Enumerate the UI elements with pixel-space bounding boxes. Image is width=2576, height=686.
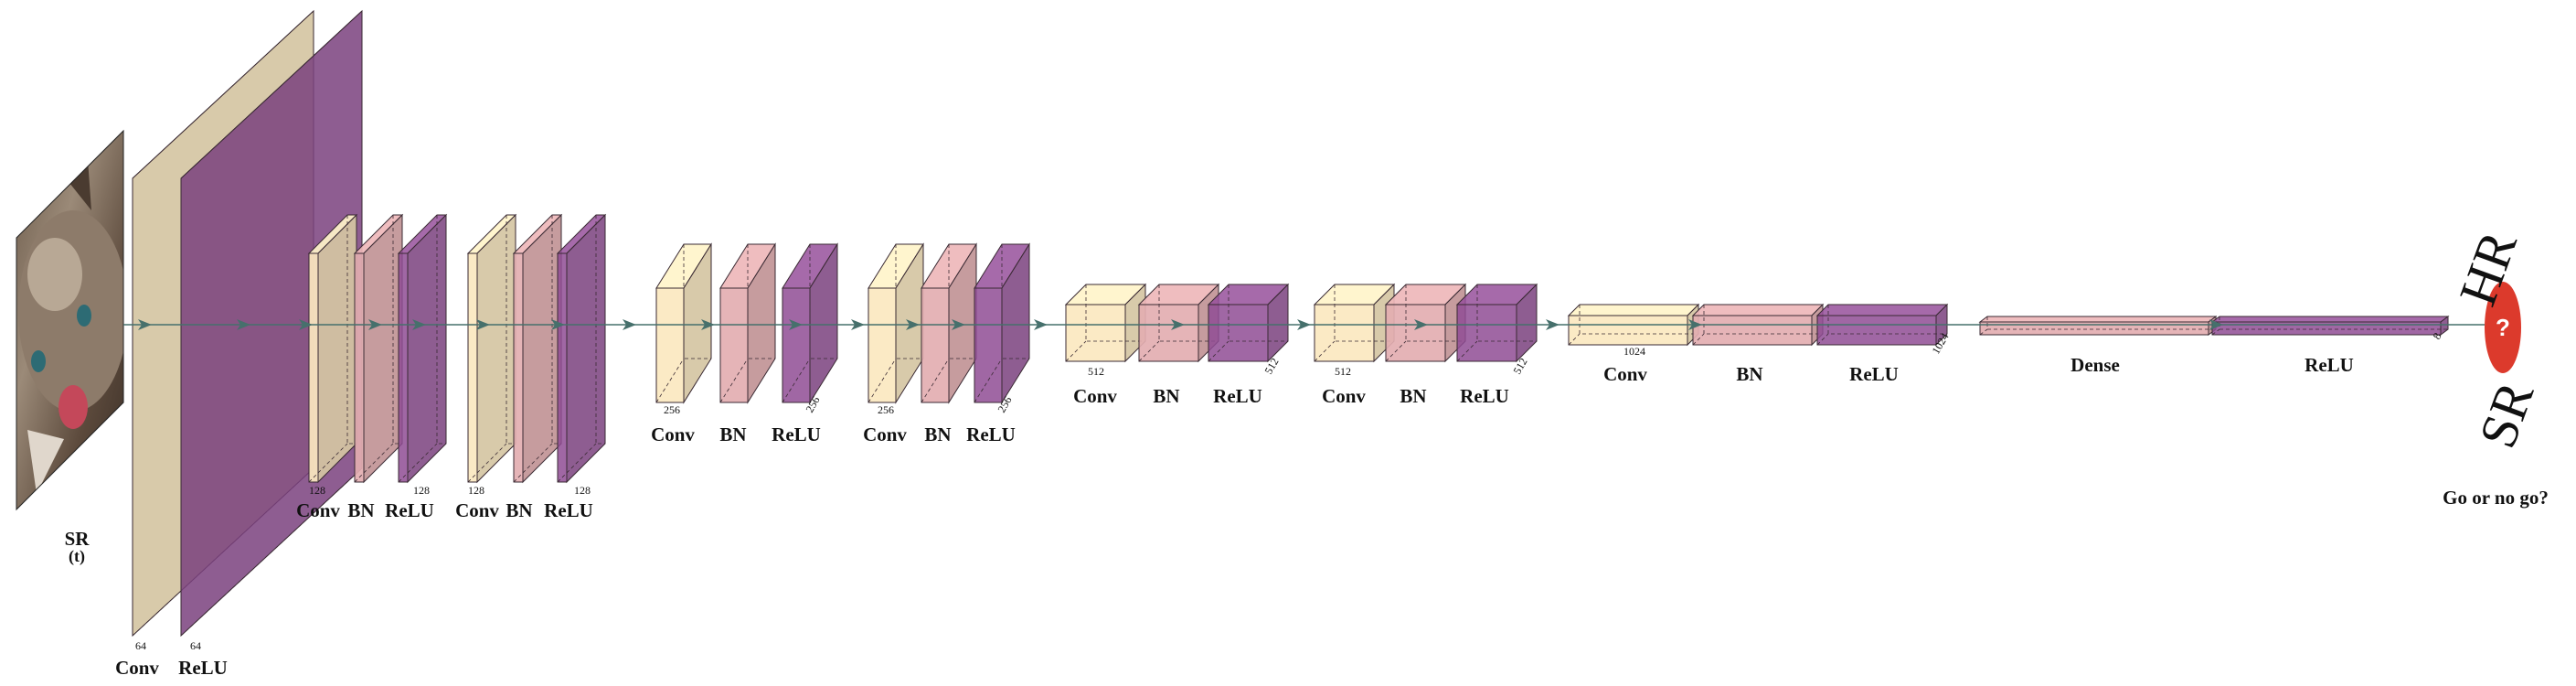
flow-arrowhead [906, 319, 920, 330]
layer-label-relu5: ReLU [966, 423, 1016, 445]
flow-arrowhead [1546, 319, 1559, 330]
layer-bn2: BN [347, 213, 404, 521]
layer-label-relu6: ReLU [1213, 385, 1262, 407]
layer-conv6: Conv 512 [1064, 283, 1147, 407]
flow-arrowhead [2209, 319, 2223, 330]
layer-relu2: ReLU 128 [385, 213, 448, 521]
output-node: ? HR SR Go or no go? [2443, 223, 2549, 509]
flow-arrowhead [412, 319, 426, 330]
layer-label-bn7: BN [1400, 385, 1426, 407]
layer-label-bn2: BN [347, 499, 374, 521]
layer-bn3: BN [506, 213, 563, 521]
flow-arrowhead [1171, 319, 1185, 330]
layer-label-relu4: ReLU [772, 423, 821, 445]
layer-dim-conv5: 256 [878, 403, 894, 416]
input-sublabel: (t) [69, 547, 85, 566]
layer-conv3: Conv 128 [455, 213, 517, 521]
layer-dim-conv3: 128 [468, 484, 484, 497]
layer-dim-relu1: 64 [190, 639, 201, 652]
input-label: SR [65, 528, 90, 550]
flow-arrowhead [237, 319, 250, 330]
layer-dim-relu3: 128 [574, 484, 591, 497]
input-image [16, 129, 124, 511]
flow-arrowhead [952, 319, 965, 330]
layer-label-conv6: Conv [1073, 385, 1117, 407]
layer-label-bn3: BN [506, 499, 532, 521]
layer-label-conv7: Conv [1322, 385, 1366, 407]
layer-dim-conv1: 64 [135, 639, 146, 652]
layer-label-bn8: BN [1736, 363, 1762, 385]
layer-label-relu7: ReLU [1460, 385, 1509, 407]
flow-arrowhead [1688, 319, 1702, 330]
layer-dim-conv4: 256 [664, 403, 680, 416]
flow-arrowhead [551, 319, 565, 330]
layer-label-dense: Dense [2070, 354, 2120, 376]
flow-arrowhead [1414, 319, 1428, 330]
flow-arrowhead [1034, 319, 1048, 330]
layer-bn7: BN [1384, 283, 1467, 407]
flow-arrowhead [701, 319, 715, 330]
layer-bn8: BN [1691, 303, 1825, 385]
layer-dim-conv8: 1024 [1623, 345, 1645, 358]
output-decision-circle [2485, 282, 2521, 373]
flow-arrowhead [368, 319, 382, 330]
layer-label-conv3: Conv [455, 499, 499, 521]
layer-label-relu2: ReLU [385, 499, 434, 521]
layer-dim-conv7: 512 [1335, 365, 1351, 378]
flow-arrowhead [851, 319, 865, 330]
layer-dim-conv2: 128 [309, 484, 325, 497]
layer-conv7: Conv 512 [1313, 283, 1396, 407]
layer-label-conv4: Conv [651, 423, 695, 445]
output-sr-label: SR [2467, 374, 2545, 456]
flow-arrowhead [1297, 319, 1311, 330]
layer-relu3: ReLU 128 [544, 213, 607, 521]
layer-label-bn5: BN [924, 423, 951, 445]
layer-conv8: Conv 1024 [1567, 303, 1700, 385]
flow-arrowhead [476, 319, 490, 330]
layer-dim-conv6: 512 [1088, 365, 1104, 378]
layer-label-conv5: Conv [863, 423, 907, 445]
layer-dim-relu2: 128 [413, 484, 430, 497]
layer-conv4: Conv 256 [651, 242, 712, 445]
output-caption: Go or no go? [2443, 487, 2549, 509]
layer-bn5: BN [921, 242, 977, 445]
layer-label-bn6: BN [1153, 385, 1179, 407]
layer-label-relu8: ReLU [1849, 363, 1899, 385]
flow-arrowhead [623, 319, 636, 330]
output-question-mark: ? [2496, 314, 2510, 341]
flow-arrowhead [138, 319, 152, 330]
layer-label-bn4: BN [719, 423, 746, 445]
layer-label-relu1: ReLU [178, 657, 228, 679]
layer-bn6: BN [1137, 283, 1220, 407]
layer-label-conv1: Conv [115, 657, 159, 679]
layer-bn4: BN [719, 242, 776, 445]
flow-arrowhead [299, 319, 313, 330]
layer-label-conv8: Conv [1603, 363, 1647, 385]
layer-label-conv2: Conv [296, 499, 340, 521]
layer-label-relu3: ReLU [544, 499, 593, 521]
flow-arrowhead [789, 319, 803, 330]
layer-label-relu9: ReLU [2305, 354, 2354, 376]
layer-conv5: Conv 256 [863, 242, 924, 445]
layer-dense: Dense [1978, 316, 2218, 376]
